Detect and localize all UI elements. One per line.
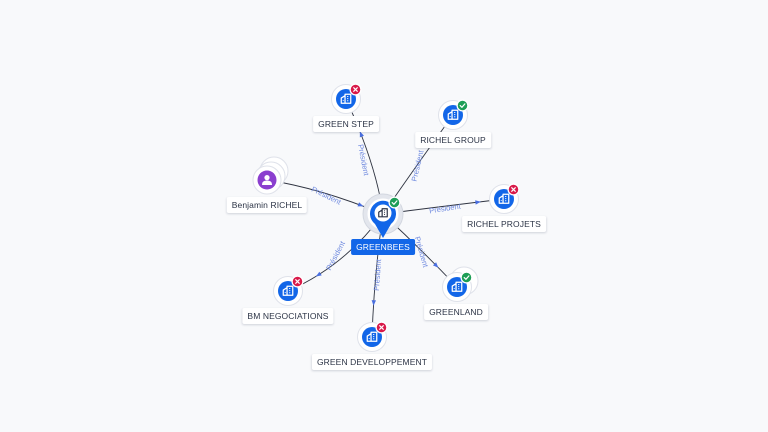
node-greenland[interactable] <box>442 266 479 302</box>
building-icon <box>447 109 459 120</box>
edge-arrowhead <box>475 200 481 205</box>
building-icon <box>340 93 352 104</box>
edge-arrowhead <box>359 131 364 138</box>
node-label-bm-negociations[interactable]: BM NEGOCIATIONS <box>242 308 334 324</box>
edge-arrowhead <box>432 262 439 268</box>
edge-label: Président <box>310 185 343 207</box>
edge-arrowhead <box>315 271 322 277</box>
edge-label: Président <box>429 201 463 215</box>
node-green-developpement[interactable] <box>357 321 388 352</box>
status-active-icon <box>388 196 401 209</box>
building-icon <box>378 208 388 218</box>
edge-label: Président <box>356 143 371 177</box>
node-label-benjamin-richel[interactable]: Benjamin RICHEL <box>226 197 308 213</box>
node-label-green-developpement[interactable]: GREEN DEVELOPPEMENT <box>311 354 433 370</box>
node-green-step[interactable] <box>331 83 362 114</box>
edge-arrowhead <box>357 202 364 207</box>
status-active-icon <box>456 99 469 112</box>
node-richel-projets[interactable] <box>489 183 520 214</box>
node-label-richel-group[interactable]: RICHEL GROUP <box>415 132 491 148</box>
node-label-greenbees[interactable]: GREENBEES <box>351 239 415 255</box>
node-label-green-step[interactable]: GREEN STEP <box>313 116 379 132</box>
status-closed-icon <box>349 83 362 96</box>
building-icon <box>498 193 510 204</box>
status-closed-icon <box>507 183 520 196</box>
node-greenbees[interactable] <box>362 193 404 238</box>
status-active-icon <box>460 271 473 284</box>
building-icon <box>451 281 463 292</box>
status-closed-icon <box>375 321 388 334</box>
edge-label: Président <box>372 258 383 291</box>
person-icon <box>262 175 272 185</box>
node-richel-group[interactable] <box>438 99 469 130</box>
node-label-greenland[interactable]: GREENLAND <box>424 304 488 320</box>
node-bm-negociations[interactable] <box>273 275 304 306</box>
building-icon <box>282 285 294 296</box>
nodes-layer <box>252 83 520 352</box>
node-benjamin-richel[interactable] <box>252 156 289 195</box>
edge-arrowhead <box>371 300 377 306</box>
edge-label: Président <box>413 235 431 269</box>
building-icon <box>366 331 378 342</box>
status-closed-icon <box>291 275 304 288</box>
edge-label: Président <box>410 149 426 183</box>
node-label-richel-projets[interactable]: RICHEL PROJETS <box>462 216 546 232</box>
edge-label: Président <box>324 239 347 272</box>
